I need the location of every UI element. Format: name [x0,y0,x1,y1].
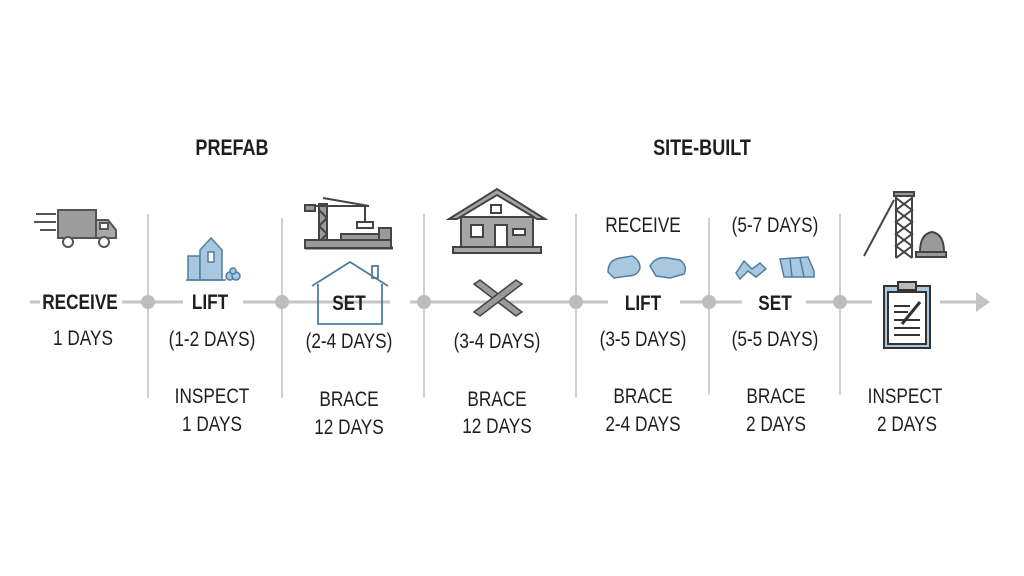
house-icon [445,187,549,254]
sub-step-label: INSPECT [867,385,943,408]
sub-step-duration: 2 DAYS [746,413,806,436]
step-duration: (3-4 DAYS) [453,330,541,353]
step-duration: (1-2 DAYS) [168,328,256,351]
step-duration: (2-4 DAYS) [305,330,393,353]
step-duration: (5-5 DAYS) [731,328,819,351]
sub-step-duration: 12 DAYS [462,415,532,438]
timeline-dot [141,295,155,309]
timeline-dot [417,295,431,309]
crossed-beams-icon [472,279,524,317]
house-outline-icon [311,260,389,325]
step-label: SET [758,292,792,315]
crane-icon [304,197,393,250]
arrow-head-icon [976,292,990,312]
site-built-header: SITE-BUILT [653,135,751,160]
step-label: LIFT [191,291,229,314]
step-label: LIFT [624,292,662,315]
sub-step-duration: 1 DAYS [182,413,242,436]
sub-step-label: INSPECT [174,385,250,408]
blue-house-icon [186,236,241,281]
step-duration: (3-5 DAYS) [599,328,687,351]
sub-step-duration: 2-4 DAYS [605,413,681,436]
timeline-dot [569,295,583,309]
sub-step-label: BRACE [319,388,379,411]
material-bundles-icon [607,255,687,279]
panels-icon [735,256,815,281]
step-label: SET [332,292,366,315]
timeline-dot [702,295,716,309]
delivery-truck-icon [34,209,117,248]
sub-step-label: BRACE [613,385,673,408]
sub-step-label: BRACE [746,385,806,408]
sub-step-duration: 2 DAYS [877,413,937,436]
clipboard-icon [883,281,931,349]
timeline-dot [833,295,847,309]
step-top-label: (5-7 DAYS) [731,214,819,237]
scaffold-tower-helmet-icon [863,191,947,259]
step-duration: 1 DAYS [53,327,113,350]
step-label: RECEIVE [42,291,118,314]
prefab-header: PREFAB [195,135,269,160]
sub-step-label: BRACE [467,388,527,411]
step-top-label: RECEIVE [605,214,681,237]
sub-step-duration: 12 DAYS [314,416,384,439]
timeline-dot [275,295,289,309]
